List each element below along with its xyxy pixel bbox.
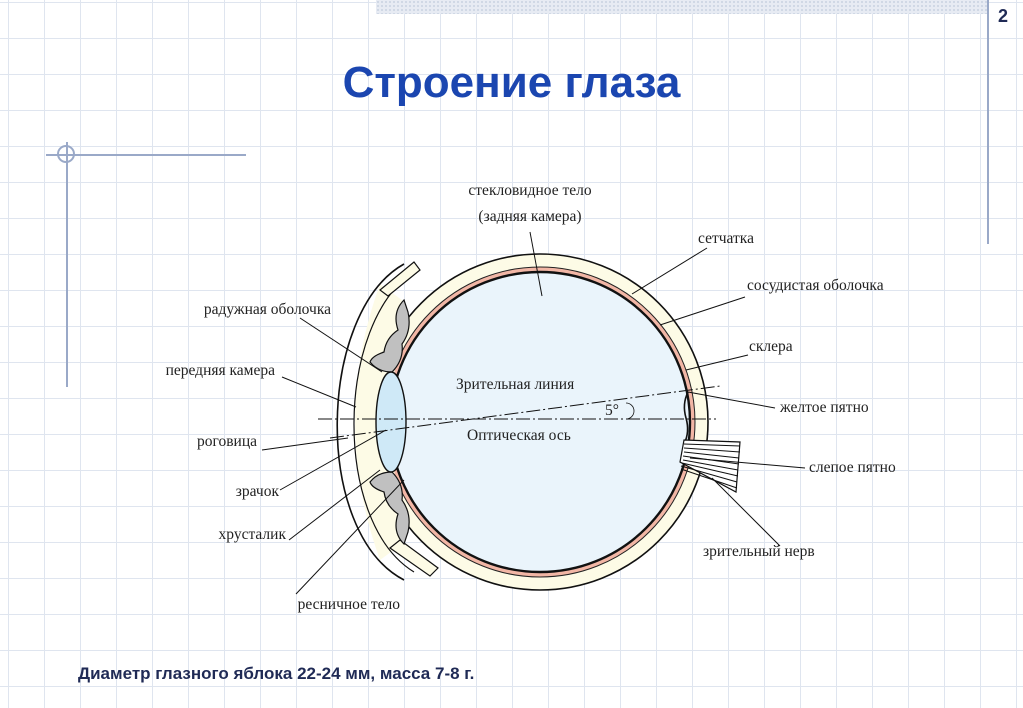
cornea xyxy=(336,263,405,581)
iris-upper xyxy=(369,298,410,373)
label-visual-line: Зрительная линия xyxy=(456,376,574,393)
label-retina: сетчатка xyxy=(698,230,754,247)
page-title: Строение глаза xyxy=(342,58,681,107)
page-number: 2 xyxy=(998,6,1009,26)
macula-region xyxy=(683,391,689,445)
label-pupil: зрачок xyxy=(236,483,280,500)
decorative-circle xyxy=(57,145,75,163)
label-optical-axis: Оптическая ось xyxy=(467,427,571,444)
vitreous-body xyxy=(388,270,692,574)
conjunctiva-bottom xyxy=(388,539,439,577)
iris-lower xyxy=(369,471,410,546)
footer-note: Диаметр глазного яблока 22-24 мм, масса … xyxy=(78,664,475,683)
label-posterior-chamber: (задняя камера) xyxy=(478,208,581,225)
label-iris: радужная оболочка xyxy=(204,301,331,318)
label-sclera: склера xyxy=(749,338,793,355)
label-choroid: сосудистая оболочка xyxy=(747,277,884,294)
label-cornea: роговица xyxy=(197,433,257,450)
label-lens: хрусталик xyxy=(219,526,287,543)
lens xyxy=(375,371,407,473)
right-decorative-rule xyxy=(987,0,989,244)
conjunctiva-top xyxy=(379,261,421,297)
label-macula: желтое пятно xyxy=(779,399,869,416)
leader-lines xyxy=(261,231,806,595)
label-anterior-chamber: передняя камера xyxy=(166,362,276,379)
angle-arc xyxy=(625,402,635,420)
cornea-inner-edge xyxy=(353,271,415,573)
label-blind-spot: слепое пятно xyxy=(809,459,896,476)
label-angle: 5° xyxy=(605,402,619,419)
label-optic-nerve: зрительный нерв xyxy=(703,543,815,560)
label-ciliary-body: ресничное тело xyxy=(298,596,401,613)
top-decorative-band xyxy=(376,0,988,14)
decorative-vertical-rule xyxy=(66,142,68,387)
label-vitreous-body: стекловидное тело xyxy=(468,182,591,199)
decorative-horizontal-rule xyxy=(46,154,246,156)
